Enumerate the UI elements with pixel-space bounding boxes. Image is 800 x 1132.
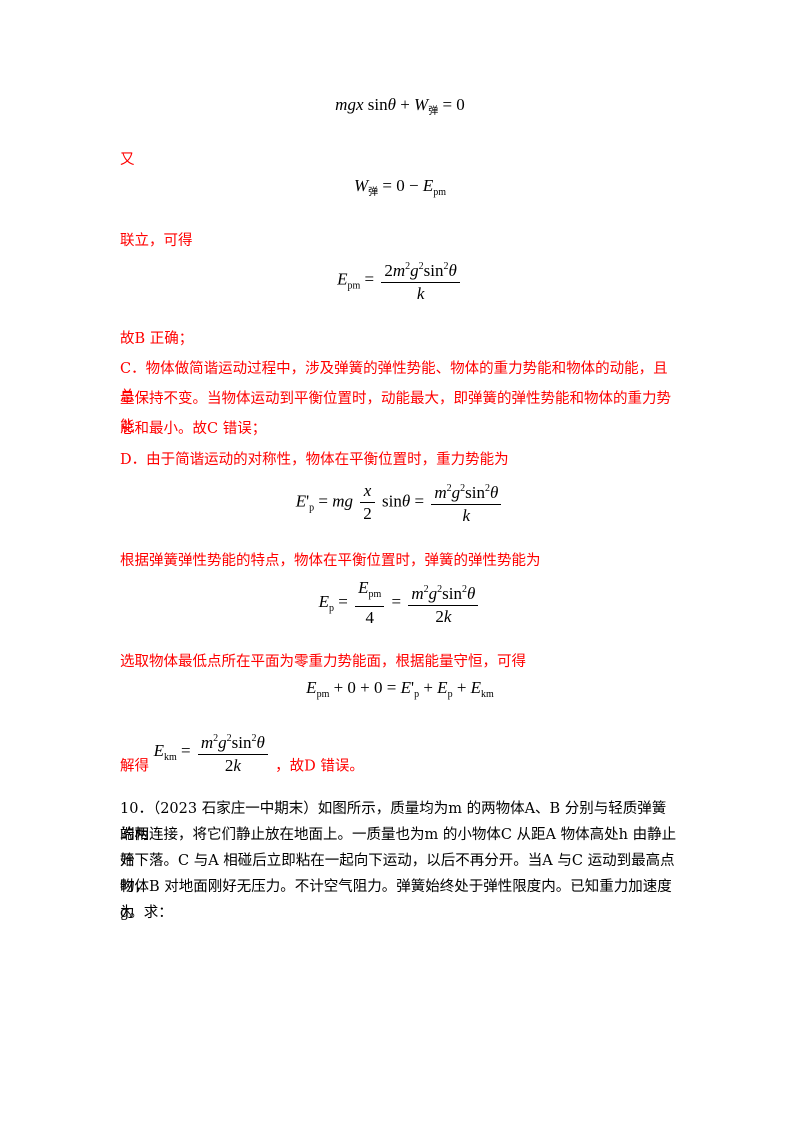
question-10-line4: 物体B 对地面刚好无压力。不计空气阻力。弹簧始终处于弹性限度内。已知重力加速度为: [120, 879, 672, 921]
question-10-line1: 10．（2023 石家庄一中期末）如图所示，质量均为m 的两物体A、B 分别与轻…: [120, 801, 667, 843]
text-genju: 根据弹簧弹性势能的特点，物体在平衡位置时，弹簧的弹性势能为: [120, 553, 541, 569]
text-gu-d: ，故D 错误。: [275, 758, 364, 775]
text-c-line3: 总和最小。故C 错误；: [120, 421, 267, 437]
text-lianli: 联立，可得: [120, 233, 193, 249]
text-you: 又: [120, 152, 135, 168]
question-10-line3: 始下落。C 与A 相碰后立即粘在一起向下运动，以后不再分开。当A 与C 运动到最…: [120, 853, 675, 895]
text-xuanqu: 选取物体最低点所在平面为零重力势能面，根据能量守恒，可得: [120, 654, 526, 670]
equation-work-balance: mgx sinθ + W弹 = 0: [335, 95, 465, 117]
text-c-line2: 量保持不变。当物体运动到平衡位置时，动能最大，即弹簧的弹性势能和物体的重力势能: [120, 391, 671, 435]
text-c-line1: C．物体做简谐运动过程中，涉及弹簧的弹性势能、物体的重力势能和物体的动能，且总: [120, 361, 668, 405]
question-10-line5: g。求：: [120, 905, 173, 921]
text-d-line: D．由于简谐运动的对称性，物体在平衡位置时，重力势能为: [120, 452, 509, 468]
equation-spring-work: W弹 = 0 − Epm: [353, 176, 447, 198]
question-10-line2: 端相连接，将它们静止放在地面上。一质量也为m 的小物体C 从距A 物体高处h 由…: [120, 827, 677, 869]
text-gu-b: 故B 正确；: [120, 331, 194, 347]
text-jiede: 解得: [120, 758, 149, 775]
equation-energy-conservation: Epm + 0 + 0 = E'p + Ep + Ekm: [306, 678, 494, 700]
